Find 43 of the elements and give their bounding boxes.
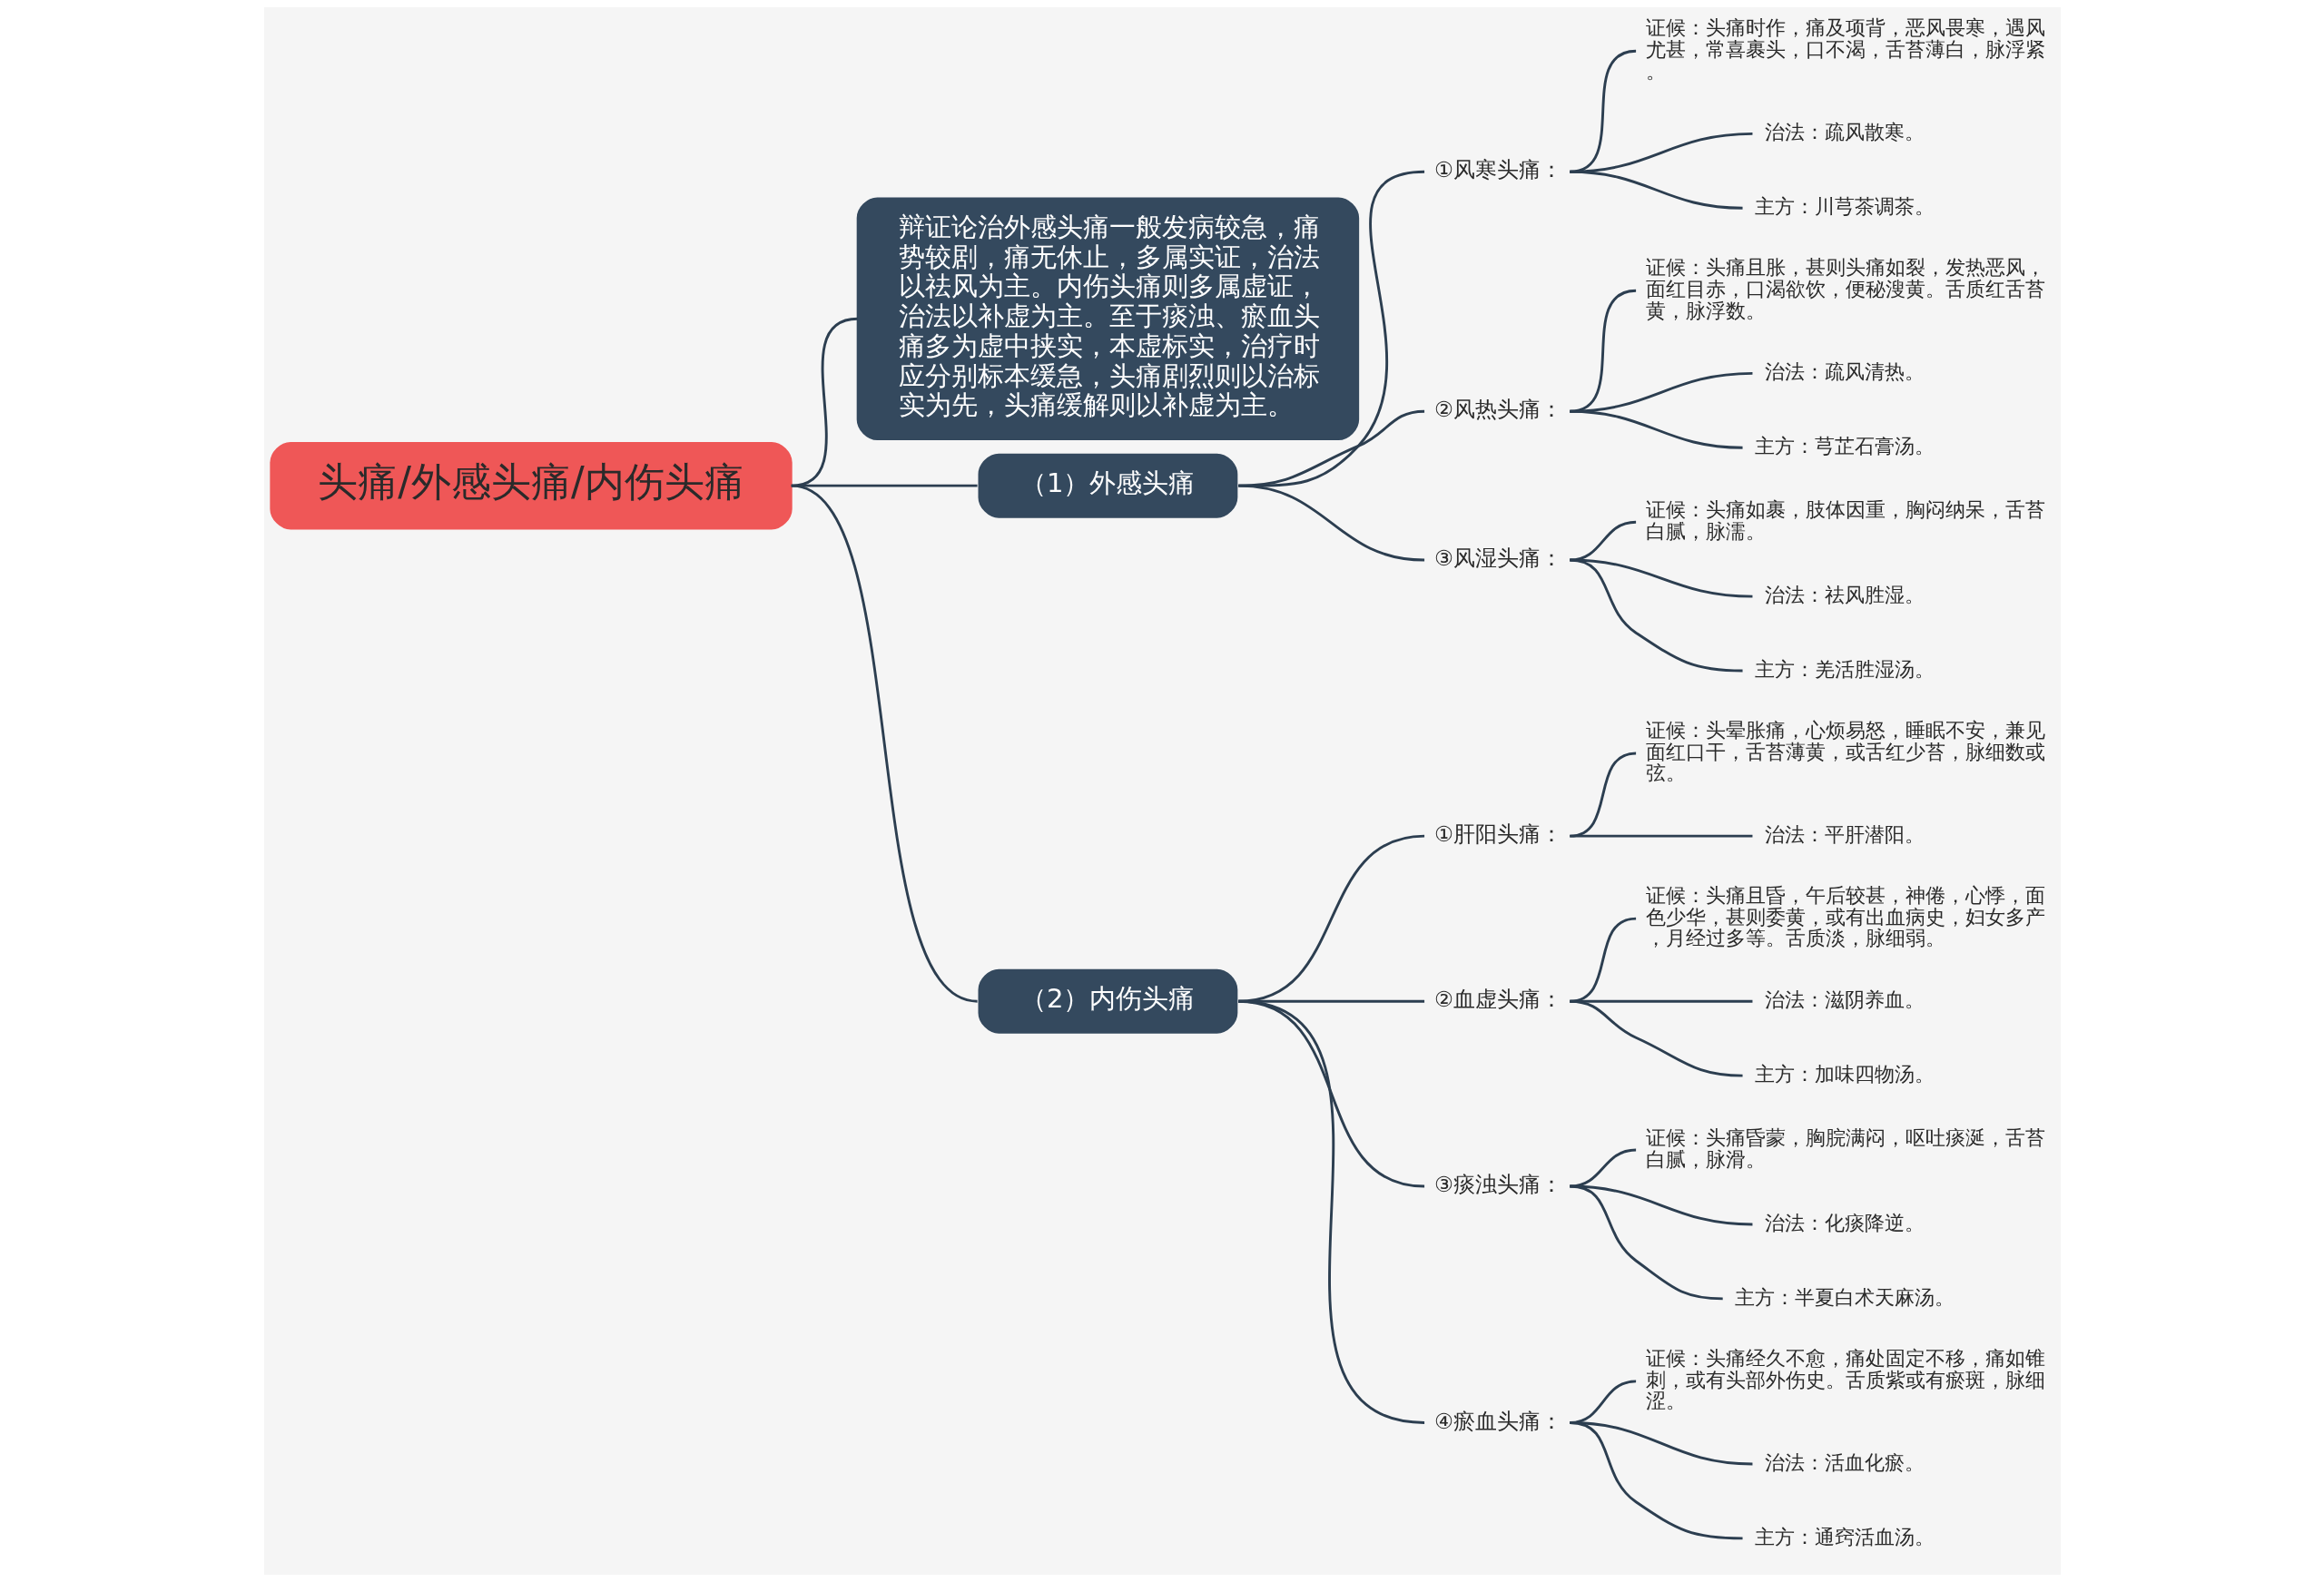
connector [1569,1421,1743,1540]
node-text: 主方：通窍活血汤。 [1754,1525,1935,1548]
connector [1569,1184,1723,1301]
node-text: 治法：疏风散寒。 [1764,121,1925,143]
connector [790,484,978,1003]
node-text: ①风寒头痛： [1433,157,1562,183]
connector [1569,409,1743,449]
node-text: 治法：化痰降逆。 [1764,1211,1925,1234]
connector [1569,834,1752,838]
node-text: ②风热头痛： [1433,397,1562,423]
node-text: ②血虚头痛： [1433,987,1562,1013]
node-text: 证候：头痛且昏，午后较甚，神倦，心悸，面色少华，甚则委黄，或有出血病史，妇女多产，月经过多等。舌质淡，脉细弱。 [1645,884,2045,950]
node-text: 治法：平肝潜阳。 [1764,822,1925,846]
connector [1237,484,1424,562]
node-text: 治法：活血化瘀。 [1764,1450,1925,1474]
connector [1569,1148,1636,1188]
node-text: 证候：头痛经久不愈，痛处固定不移，痛如锥刺，或有头部外伤史。舌质紫或有瘀斑，脉细涩。 [1645,1346,2045,1413]
node-box: （2）内伤头痛 [978,968,1237,1034]
node-text: 治法：滋阴养血。 [1764,988,1925,1011]
node-text: 主方：加味四物汤。 [1754,1062,1935,1086]
node-text: 证候：头痛昏蒙，胸脘满闷，呕吐痰涎，舌苔白腻，脉滑。 [1645,1125,2045,1171]
node-text: ①肝阳头痛： [1433,821,1562,848]
node-box: （1）外感头痛 [978,453,1237,518]
node-text: ③风湿头痛： [1433,545,1562,572]
node-text: 证候：头痛如裹，肢体因重，胸闷纳呆，舌苔白腻，脉濡。 [1645,498,2045,543]
node-text: 主方：芎芷石膏汤。 [1754,434,1935,457]
connector [1237,999,1424,1424]
node-text: 证候：头痛时作，痛及项背，恶风畏寒，遇风尤甚，常喜裹头，口不渴，舌苔薄白，脉浮紧。 [1645,16,2045,83]
node-text: ③痰浊头痛： [1433,1172,1562,1198]
node-text: 主方：羌活胜湿汤。 [1754,657,1935,681]
node-text: 证候：头痛且胀，甚则头痛如裂，发热恶风，面红目赤，口渴欲饮，便秘溲黄。舌质红舌苔黄，脉浮数。 [1645,256,2045,322]
node-box: 辩证论治外感头痛一般发病较急，痛势较剧，痛无休止，多属实证，治法以祛风为主。内伤头痛则多属虚证，治法以补虚为主。至于痰浊、瘀血头痛多为虚中挟实，本虚标实，治疗时应分别标本缓急，头痛剧烈则以治标实为先，头痛缓解则以补虚为主。 [856,197,1359,441]
node-text: 治法：祛风胜湿。 [1764,583,1925,606]
node-text: 证候：头晕胀痛，心烦易怒，睡眠不安，兼见面红口干，舌苔薄黄，或舌红少苔，脉细数或弦。 [1645,719,2045,785]
connector [1569,999,1743,1077]
node-box: 头痛/外感头痛/内伤头痛 [269,441,793,530]
node-text: 主方：半夏白术天麻汤。 [1734,1285,1955,1309]
connector [1569,558,1743,673]
node-text: 主方：川芎茶调茶。 [1754,194,1935,218]
node-text: ④瘀血头痛： [1433,1408,1562,1434]
node-text: 治法：疏风清热。 [1764,359,1925,383]
connector [1569,520,1636,562]
connector [1569,170,1743,210]
